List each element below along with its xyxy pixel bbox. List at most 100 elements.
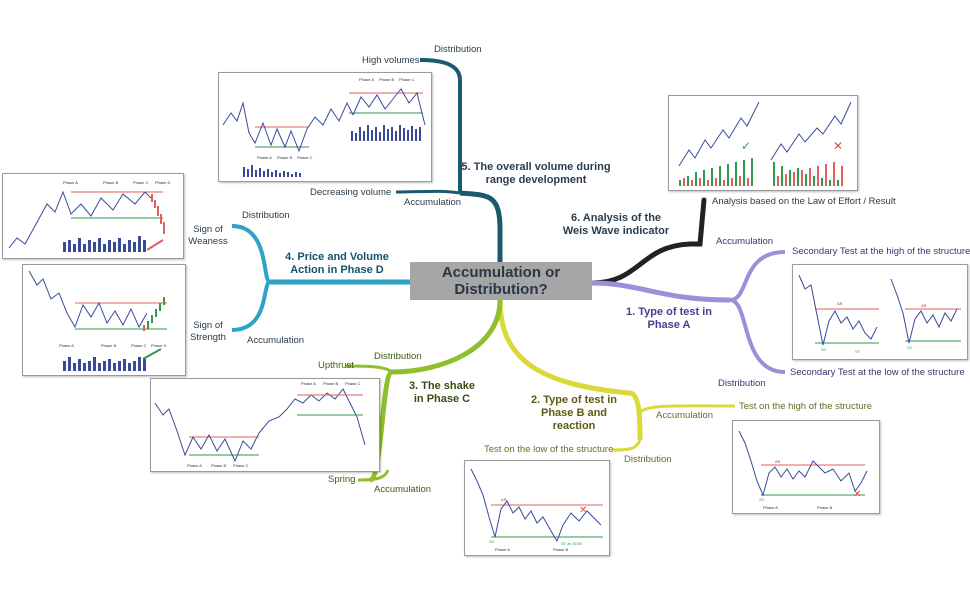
branch-2-leaf-top: Test on the high of the structure bbox=[739, 401, 873, 412]
thumbnail-volume-range-svg: Phase A Phase B Phase C Phase A Phase B … bbox=[222, 77, 426, 177]
ar-mark: AR bbox=[921, 303, 927, 308]
branch-5-leaf-bottom: Decreasing volume bbox=[310, 187, 392, 198]
branch-5-up-connector bbox=[419, 58, 463, 194]
branch-3-title: 3. The shake in Phase C bbox=[408, 380, 476, 405]
price-line bbox=[890, 278, 958, 344]
trend-arrow bbox=[142, 348, 162, 360]
candles-rising bbox=[143, 297, 165, 331]
branch-2-connector bbox=[497, 299, 643, 441]
st-mark: ST bbox=[855, 349, 861, 354]
thumbnail-phase-a-svg: AR AR SC ST SC bbox=[798, 274, 961, 354]
price-line bbox=[28, 270, 148, 329]
branch-1-bottom-connector bbox=[729, 298, 786, 374]
price-line bbox=[222, 101, 354, 153]
phase-label: Phase A bbox=[763, 505, 778, 510]
phase-label: Phase B bbox=[103, 180, 118, 185]
sc-mark: SC bbox=[907, 345, 913, 350]
branch-6-connector bbox=[589, 197, 707, 286]
cross-icon: ✕ bbox=[579, 505, 587, 516]
thumbnail-phase-b-low-svg: ✕ AR SC ST as SOW Phase A Phase B bbox=[470, 468, 603, 552]
phase-label: Phase A bbox=[495, 547, 510, 552]
branch-1-leaf-bottom: Secondary Test at the low of the structu… bbox=[790, 367, 965, 378]
trend-arrow bbox=[146, 239, 164, 251]
phase-label: Phase C bbox=[345, 381, 360, 386]
branch-5-sub-bottom: Accumulation bbox=[404, 197, 462, 208]
price-line bbox=[738, 430, 868, 497]
branch-2-sub-top: Accumulation bbox=[656, 410, 714, 421]
phase-label: Phase A bbox=[59, 343, 74, 348]
cross-icon: ✕ bbox=[853, 489, 861, 500]
branch-4-sub-bottom: Accumulation bbox=[247, 335, 305, 346]
thumbnail-sign-of-strength: Phase A Phase B Phase C Phase D bbox=[22, 264, 186, 376]
price-line bbox=[798, 274, 878, 346]
thumbnail-phase-b-high: ✕ AR SC Phase A Phase B bbox=[732, 420, 880, 514]
phase-label: Phase A bbox=[187, 463, 202, 468]
phase-label: Phase C bbox=[133, 180, 148, 185]
branch-4-sub-top: Distribution bbox=[242, 210, 290, 221]
thumbnail-sow-svg: Phase A Phase B Phase C Phase D bbox=[8, 180, 170, 252]
branch-5-left-connector bbox=[395, 189, 461, 195]
phase-label: Phase C bbox=[131, 343, 146, 348]
ar-mark: AR bbox=[837, 301, 843, 306]
branch-3-leaf-bottom: Spring bbox=[328, 474, 356, 485]
branch-3-bottom-connector bbox=[357, 469, 390, 482]
phase-label: Phase B bbox=[277, 155, 292, 160]
volume-bars bbox=[63, 236, 146, 252]
branch-1-connector bbox=[591, 280, 731, 303]
st-mark: ST as SOW bbox=[561, 541, 582, 546]
phase-label: Phase A bbox=[359, 77, 374, 82]
thumbnail-volume-range: Phase A Phase B Phase C Phase A Phase B … bbox=[218, 72, 432, 182]
thumbnail-phase-b-high-svg: ✕ AR SC Phase A Phase B bbox=[738, 430, 868, 510]
branch-1-sub-bottom: Distribution bbox=[718, 378, 766, 389]
branch-1-top-connector bbox=[729, 250, 786, 302]
thumbnail-weis-wave-svg: ✓ ✕ bbox=[678, 101, 852, 186]
volume-bars bbox=[243, 125, 421, 177]
phase-label: Phase C bbox=[399, 77, 414, 82]
price-line bbox=[770, 101, 852, 161]
branch-2-title: 2. Type of test in Phase B and reaction bbox=[531, 394, 617, 432]
price-line bbox=[154, 388, 366, 463]
ar-mark: AR bbox=[501, 497, 507, 502]
wave-bars-left bbox=[679, 158, 753, 186]
phase-label: Phase A bbox=[301, 381, 316, 386]
thumbnail-sign-of-weakness: Phase A Phase B Phase C Phase D bbox=[2, 173, 184, 259]
branch-6-title: 6. Analysis of the Weis Wave indicator bbox=[562, 212, 670, 237]
branch-4-leaf-bottom: Sign of Strength bbox=[190, 320, 226, 343]
branch-5-sub-top: Distribution bbox=[434, 44, 482, 55]
branch-1-sub-top: Accumulation bbox=[716, 236, 774, 247]
sc-mark: SC bbox=[489, 539, 495, 544]
thumbnail-shake-phase-c: Phase A Phase B Phase C Phase A Phase B … bbox=[150, 378, 380, 472]
phase-label: Phase C bbox=[233, 463, 248, 468]
phase-label: Phase A bbox=[63, 180, 78, 185]
phase-label: Phase B bbox=[379, 77, 394, 82]
branch-6-leaf: Analysis based on the Law of Effort / Re… bbox=[712, 196, 896, 207]
sc-mark: SC bbox=[821, 347, 827, 352]
cross-icon: ✕ bbox=[833, 139, 843, 153]
branch-1-title: 1. Type of test in Phase A bbox=[626, 306, 712, 331]
sc-mark: SC bbox=[759, 497, 765, 502]
phase-label: Phase A bbox=[257, 155, 272, 160]
branch-2-sub-bottom: Distribution bbox=[624, 454, 672, 465]
thumbnail-sos-svg: Phase A Phase B Phase C Phase D bbox=[28, 270, 167, 371]
branch-4-title: 4. Price and Volume Action in Phase D bbox=[285, 251, 389, 276]
price-line bbox=[352, 88, 426, 126]
branch-3-sub-bottom: Accumulation bbox=[374, 484, 432, 495]
thumbnail-phase-a-tests: AR AR SC ST SC bbox=[792, 264, 968, 360]
thumbnail-shake-svg: Phase A Phase B Phase C Phase A Phase B … bbox=[154, 381, 366, 468]
branch-5-leaf-top: High volumes bbox=[362, 55, 420, 66]
branch-3-leaf-top: Upthrust bbox=[318, 360, 354, 371]
branch-3-top-connector bbox=[345, 364, 393, 374]
candles-falling bbox=[151, 194, 165, 234]
branch-1-leaf-top: Secondary Test at the high of the struct… bbox=[792, 246, 970, 257]
phase-label: Phase D bbox=[151, 343, 166, 348]
phase-label: Phase B bbox=[101, 343, 116, 348]
phase-label: Phase D bbox=[155, 180, 170, 185]
volume-bars bbox=[63, 357, 146, 371]
thumbnail-phase-b-low: ✕ AR SC ST as SOW Phase A Phase B bbox=[464, 460, 610, 556]
check-icon: ✓ bbox=[741, 139, 751, 153]
phase-label: Phase B bbox=[323, 381, 338, 386]
branch-2-bottom-connector bbox=[611, 439, 642, 452]
price-line bbox=[678, 101, 760, 167]
phase-label: Phase C bbox=[297, 155, 312, 160]
